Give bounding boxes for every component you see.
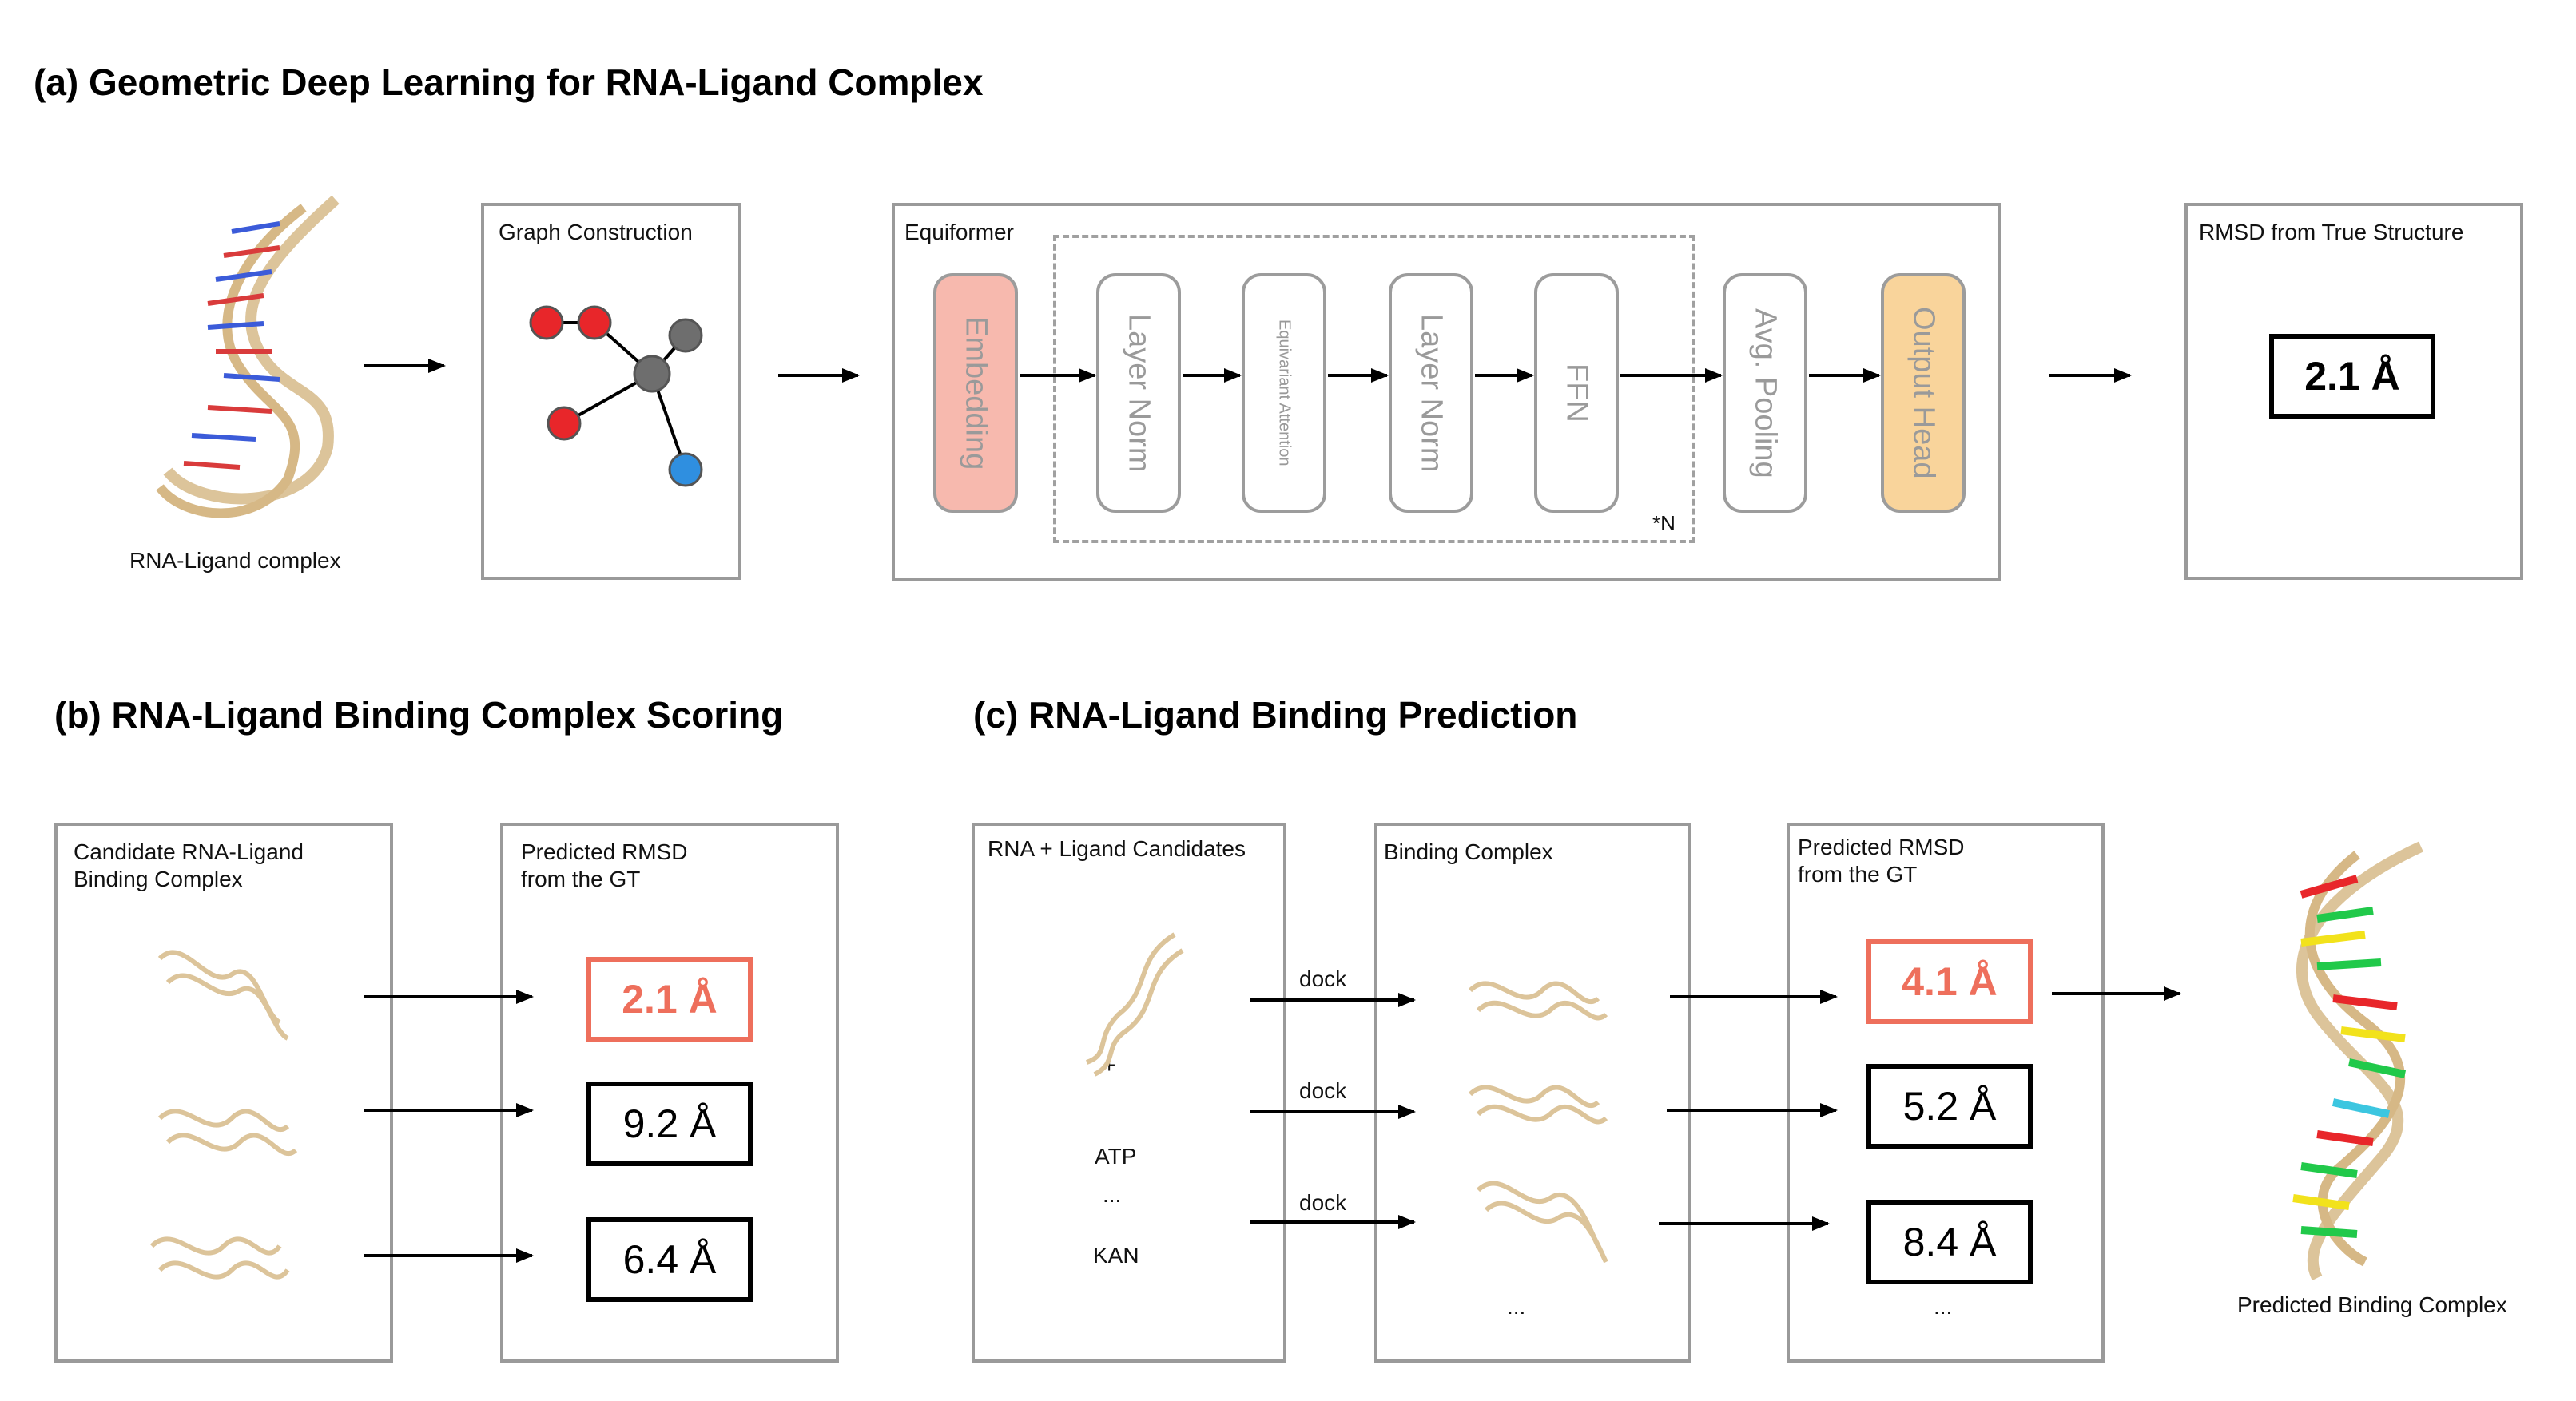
candidates-label: RNA + Ligand Candidates — [988, 836, 1246, 861]
dock-label-1: dock — [1299, 966, 1347, 991]
layer-norm-label-2: Layer Norm — [1414, 313, 1449, 473]
rmsd-c-ellipsis: ... — [1934, 1294, 1953, 1319]
rmsd-c-2: 5.2 Å — [1866, 1064, 2033, 1149]
ligand-ellipsis: ... — [1103, 1182, 1122, 1207]
equivariant-attention-block: Equivariant Attention — [1242, 273, 1326, 513]
binding-complex-label: Binding Complex — [1384, 839, 1553, 864]
rmsd-c-3: 8.4 Å — [1866, 1200, 2033, 1284]
equivariant-attention-label: Equivariant Attention — [1275, 319, 1294, 466]
ffn-label: FFN — [1560, 363, 1594, 423]
dock-label-2: dock — [1299, 1078, 1347, 1103]
complex-caption: RNA-Ligand complex — [129, 548, 341, 573]
candidate-label: Candidate RNA-Ligand Binding Complex — [74, 839, 304, 891]
rmsd-b-3: 6.4 Å — [586, 1217, 753, 1302]
binding-ellipsis: ... — [1507, 1294, 1526, 1319]
rmsd-value-box: 2.1 Å — [2269, 334, 2435, 419]
panel-b-title: (b) RNA-Ligand Binding Complex Scoring — [54, 694, 784, 736]
repeat-dashed-box — [1053, 235, 1695, 543]
rmsd-b-2: 9.2 Å — [586, 1082, 753, 1166]
output-head-block: Output Head — [1881, 273, 1966, 513]
ligand-atp: ATP — [1095, 1144, 1137, 1169]
layer-norm-block-1: Layer Norm — [1096, 273, 1181, 513]
panel-c-title: (c) RNA-Ligand Binding Prediction — [973, 694, 1578, 736]
rmsd-c-1: 4.1 Å — [1866, 939, 2033, 1024]
equiformer-label: Equiformer — [904, 220, 1014, 244]
rmsd-label: RMSD from True Structure — [2199, 220, 2464, 244]
ffn-block: FFN — [1534, 273, 1619, 513]
ligand-kan: KAN — [1093, 1243, 1139, 1268]
predicted-binding-complex-image — [2292, 841, 2423, 1281]
candidate-panel — [54, 823, 393, 1363]
output-head-label: Output Head — [1906, 307, 1941, 479]
panel-a-title: (a) Geometric Deep Learning for RNA-Liga… — [34, 62, 984, 103]
layer-norm-block-2: Layer Norm — [1389, 273, 1473, 513]
predicted-rmsd-label-c: Predicted RMSD from the GT — [1798, 835, 1965, 887]
embedding-block: Embedding — [933, 273, 1018, 513]
layer-norm-label-1: Layer Norm — [1122, 313, 1156, 473]
graph-construction-panel — [481, 203, 741, 580]
avg-pooling-block: Avg. Pooling — [1723, 273, 1807, 513]
candidates-panel — [972, 823, 1286, 1363]
avg-pooling-label: Avg. Pooling — [1748, 308, 1783, 478]
embedding-label: Embedding — [959, 316, 993, 470]
repeat-label: *N — [1652, 511, 1676, 535]
plus-sign: + — [1103, 1053, 1116, 1078]
graph-construction-label: Graph Construction — [499, 220, 693, 244]
predicted-rmsd-label-b: Predicted RMSD from the GT — [521, 839, 688, 891]
binding-complex-panel — [1374, 823, 1691, 1363]
rmsd-b-1: 2.1 Å — [586, 957, 753, 1042]
final-caption: Predicted Binding Complex — [2237, 1292, 2507, 1317]
rna-ligand-complex-image — [156, 195, 340, 518]
dock-label-3: dock — [1299, 1190, 1347, 1215]
